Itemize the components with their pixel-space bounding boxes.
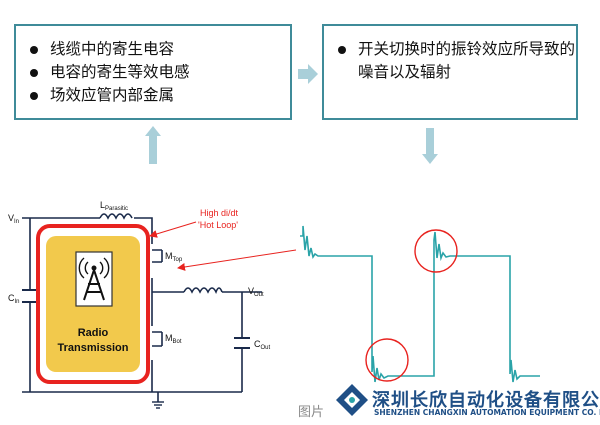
radio-label-line1: Radio xyxy=(78,327,109,339)
radio-tower-icon xyxy=(75,251,113,307)
list-item: 线缆中的寄生电容 xyxy=(24,38,282,61)
switching-waveform xyxy=(300,225,540,383)
parasitic-sources-box: 线缆中的寄生电容 电容的寄生等效电感 场效应管内部金属 xyxy=(14,24,292,120)
cin-label: CIn xyxy=(8,293,20,305)
hot-loop-outline xyxy=(36,224,150,384)
ringing-pointer-arrow xyxy=(177,249,297,271)
list-item: 场效应管内部金属 xyxy=(24,84,282,107)
ringing-effect-box: 开关切换时的振铃效应所导致的噪音以及辐射 xyxy=(322,24,578,120)
mbot-label: MBot xyxy=(165,333,182,345)
parasitic-inductor xyxy=(99,213,133,220)
cin-capacitor xyxy=(22,289,38,303)
list-item: 开关切换时的振铃效应所导致的噪音以及辐射 xyxy=(332,38,580,84)
right-arrow xyxy=(298,64,318,84)
cout-capacitor xyxy=(234,337,250,349)
cout-label: COut xyxy=(254,339,271,351)
hot-loop-label-line2: 'Hot Loop' xyxy=(198,220,238,230)
company-name-cn: 深圳长欣自动化设备有限公司 xyxy=(372,390,600,411)
vin-label: VIn xyxy=(8,213,19,225)
down-arrow xyxy=(422,128,438,164)
ringing-highlight-2 xyxy=(414,229,458,273)
company-name-en: SHENZHEN CHANGXIN AUTOMATION EQUIPMENT C… xyxy=(374,408,600,417)
circuit-wiring xyxy=(22,217,262,402)
ground-symbol xyxy=(152,401,164,409)
up-arrow xyxy=(145,126,161,164)
ringing-highlight-1 xyxy=(365,338,409,382)
picture-caption-prefix: 图片 xyxy=(298,405,325,420)
vout-label: VOut xyxy=(248,286,264,298)
radio-label-line2: Transmission xyxy=(58,342,129,354)
company-logo-icon xyxy=(334,382,370,418)
lp-label: LParasitic xyxy=(100,200,128,212)
output-inductor xyxy=(183,287,223,294)
mtop-label: MTop xyxy=(165,251,183,263)
list-item: 电容的寄生等效电感 xyxy=(24,61,282,84)
hot-loop-label-line1: High di/dt xyxy=(200,208,239,218)
hot-loop-arrow xyxy=(149,221,197,238)
